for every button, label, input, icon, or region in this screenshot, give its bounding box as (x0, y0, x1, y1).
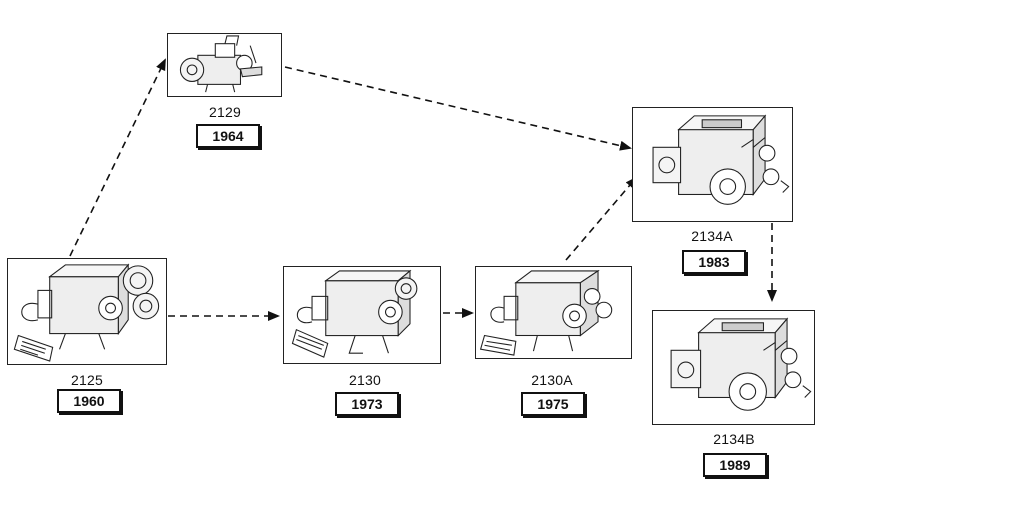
model-code: 2130 (349, 372, 381, 388)
device-image-2129 (167, 33, 282, 97)
year-badge: 1973 (335, 392, 399, 416)
device-image-2134b (652, 310, 815, 425)
device-image-2130 (283, 266, 441, 364)
model-code: 2129 (209, 104, 241, 120)
model-code: 2134B (713, 431, 755, 447)
model-code: 2130A (531, 372, 573, 388)
year-badge: 1964 (196, 124, 260, 148)
model-code: 2125 (71, 372, 103, 388)
device-image-2125 (7, 258, 167, 365)
model-code: 2134A (691, 228, 733, 244)
device-image-2134a (632, 107, 793, 222)
arrow-2129-to-2134a (284, 66, 632, 151)
arrow-2130a-to-2134a (565, 176, 638, 261)
year-badge: 1975 (521, 392, 585, 416)
year-badge: 1989 (703, 453, 767, 477)
year-badge: 1983 (682, 250, 746, 274)
year-badge: 1960 (57, 389, 121, 413)
arrow-2125-to-2129 (69, 58, 166, 257)
device-image-2130a (475, 266, 632, 359)
